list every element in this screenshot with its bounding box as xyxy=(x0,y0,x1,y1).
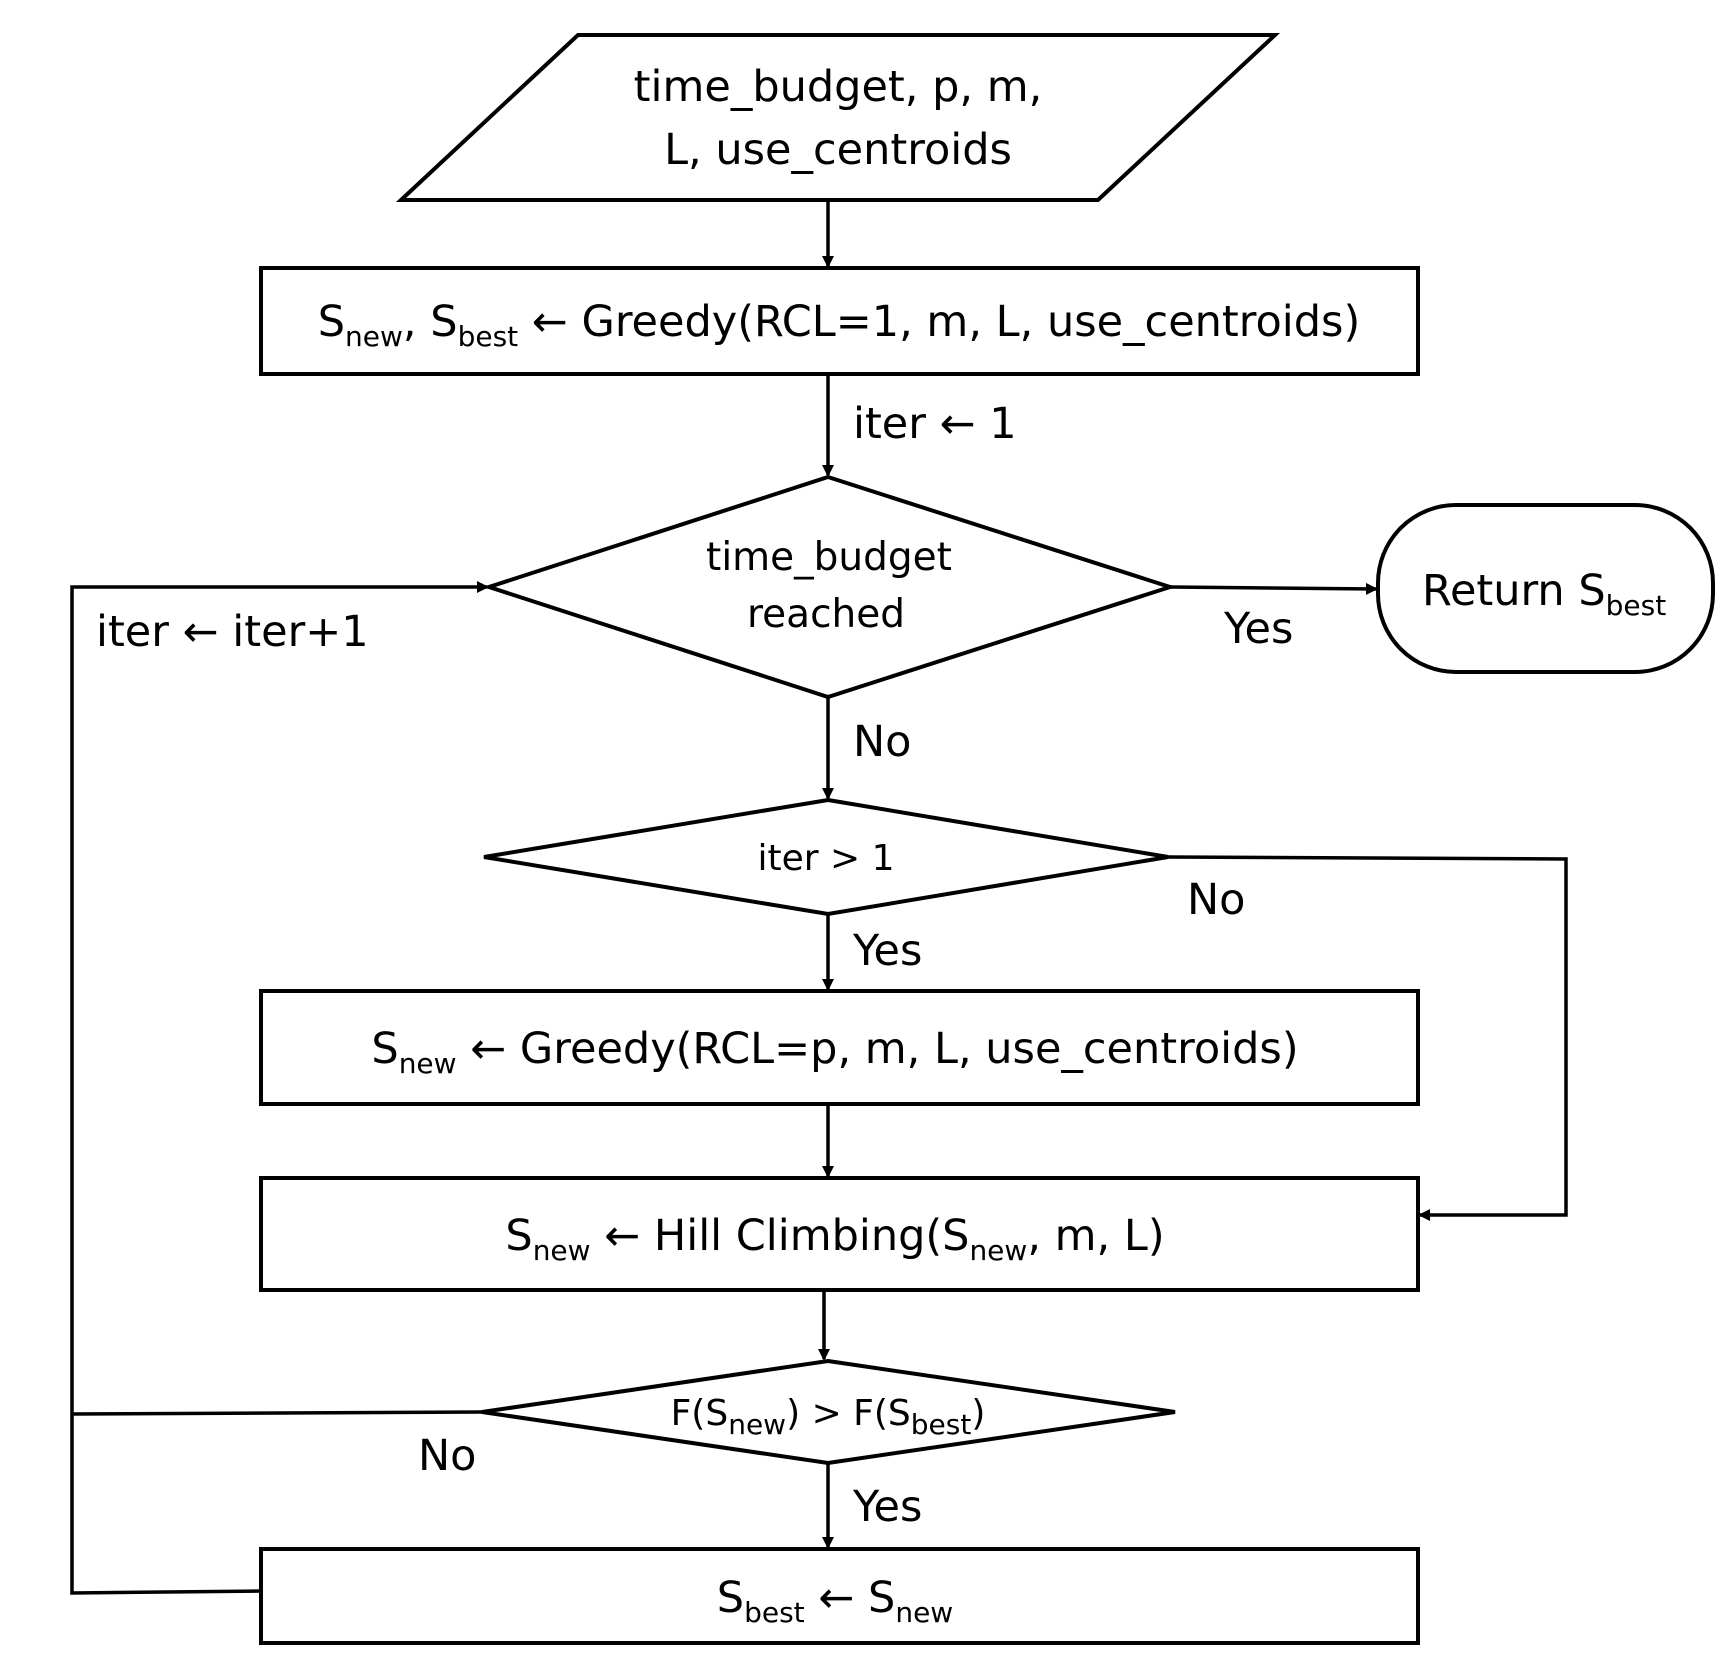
loop-yes-label: Yes xyxy=(1223,604,1293,654)
input-line-1: time_budget, p, m, xyxy=(634,62,1043,112)
loop-cond-line-1: time_budget xyxy=(706,535,952,580)
connector-loop-yes xyxy=(1169,582,1378,595)
loop-no-label: No xyxy=(853,717,911,767)
hill-climbing-box xyxy=(259,1176,1420,1292)
greedy-init-label: Snew, Sbest ← Greedy(RCL=1, m, L, use_ce… xyxy=(318,297,1360,353)
return-label: Return Sbest xyxy=(1422,566,1666,622)
loop-cond-line-2: reached xyxy=(747,592,905,637)
hill-climbing-label: Snew ← Hill Climbing(Snew, m, L) xyxy=(505,1211,1164,1267)
compare-yes-label: Yes xyxy=(852,1482,922,1532)
input-line-2: L, use_centroids xyxy=(664,125,1012,175)
iter-check-cond: iter > 1 xyxy=(757,838,894,879)
connector-loop-back xyxy=(70,581,489,1595)
time-budget-diamond xyxy=(482,474,1177,700)
compare-no-label: No xyxy=(418,1431,476,1481)
greedy-init-box xyxy=(259,266,1420,376)
compare-cond: F(Snew) > F(Sbest) xyxy=(671,1393,986,1441)
iter-check-no-label: No xyxy=(1187,875,1245,925)
return-terminal xyxy=(1376,503,1715,674)
update-best-box xyxy=(259,1547,1420,1645)
update-best-label: Sbest ← Snew xyxy=(717,1573,953,1629)
connector-compare-no xyxy=(71,1410,483,1416)
greedy-p-label: Snew ← Greedy(RCL=p, m, L, use_centroids… xyxy=(371,1024,1298,1080)
iter-check-yes-label: Yes xyxy=(852,926,922,976)
iter-increment-label: iter ← iter+1 xyxy=(96,607,369,657)
connector-iter-no xyxy=(1167,855,1568,1221)
greedy-p-box xyxy=(259,989,1420,1106)
iter-init-label: iter ← 1 xyxy=(853,399,1017,449)
input-parallelogram xyxy=(395,33,1281,202)
